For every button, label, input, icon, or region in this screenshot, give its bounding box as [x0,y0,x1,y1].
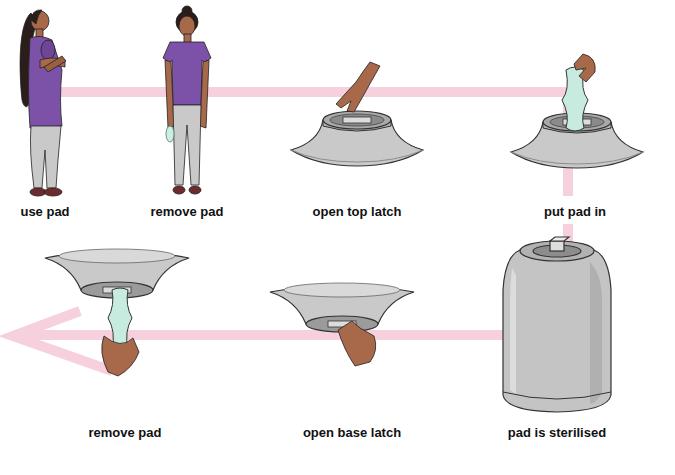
woman-side-view-part [31,10,42,24]
put-pad-in-figure-part [574,54,595,82]
step-node: open base latch [267,280,437,445]
open-base-latch-figure [270,283,414,366]
woman-side-view [20,10,66,196]
open-base-latch-figure-part [270,283,414,332]
step-node: use pad [3,5,87,224]
flow-connector [210,330,267,340]
step-node: pad is sterilised [487,232,627,445]
step-node: open top latch [287,5,427,224]
woman-side-view-part [44,188,62,196]
woman-side-view-part [29,36,63,128]
woman-side-view-part [44,56,66,72]
steriliser-jar-part [550,241,564,251]
steriliser-jar-part [590,262,602,404]
steriliser-jar-part [550,237,569,241]
flow-connector [437,330,487,340]
flow-arrowhead [13,311,112,371]
open-top-latch-figure-part [291,111,423,166]
steriliser-jar-part [510,268,516,394]
woman-front-view [163,6,211,194]
step-caption: open top latch [313,204,402,220]
step-caption: remove pad [151,204,224,220]
flow-connector [427,87,510,97]
woman-front-view-part [179,16,195,36]
connector-group [87,92,568,335]
step-node: remove pad [40,245,210,445]
woman-front-view-part [165,60,174,128]
woman-front-view-part [166,126,174,142]
remove-pad-figure [45,249,189,376]
woman-front-view-part [200,60,209,128]
step-caption: remove pad [89,425,162,441]
remove-pad-figure-part [102,336,139,376]
woman-front-view-part [173,105,201,185]
flow-connector [87,87,145,97]
woman-side-view-part [30,126,61,188]
steriliser-jar [503,237,611,412]
step-caption: open base latch [303,425,401,441]
open-top-latch-figure [291,62,423,166]
step-caption: use pad [20,204,69,220]
flow-line-segment [14,92,568,335]
step-node: remove pad [145,5,230,224]
put-pad-in-figure [511,54,643,168]
steriliser-jar-part [520,241,594,261]
woman-front-view-part [173,186,185,194]
open-base-latch-figure-part [338,321,376,366]
steriliser-jar-part [503,250,611,412]
woman-front-view-part [189,186,201,194]
flow-connector [230,87,288,97]
step-node: put pad in [510,5,640,224]
step-caption: pad is sterilised [508,425,606,441]
flow-line-segment-part [60,87,88,97]
open-top-latch-figure-part [336,62,380,112]
step-caption: put pad in [544,204,606,220]
steriliser-jar-part [503,392,611,399]
woman-side-view-part [41,40,55,60]
flow-connector [563,224,573,232]
